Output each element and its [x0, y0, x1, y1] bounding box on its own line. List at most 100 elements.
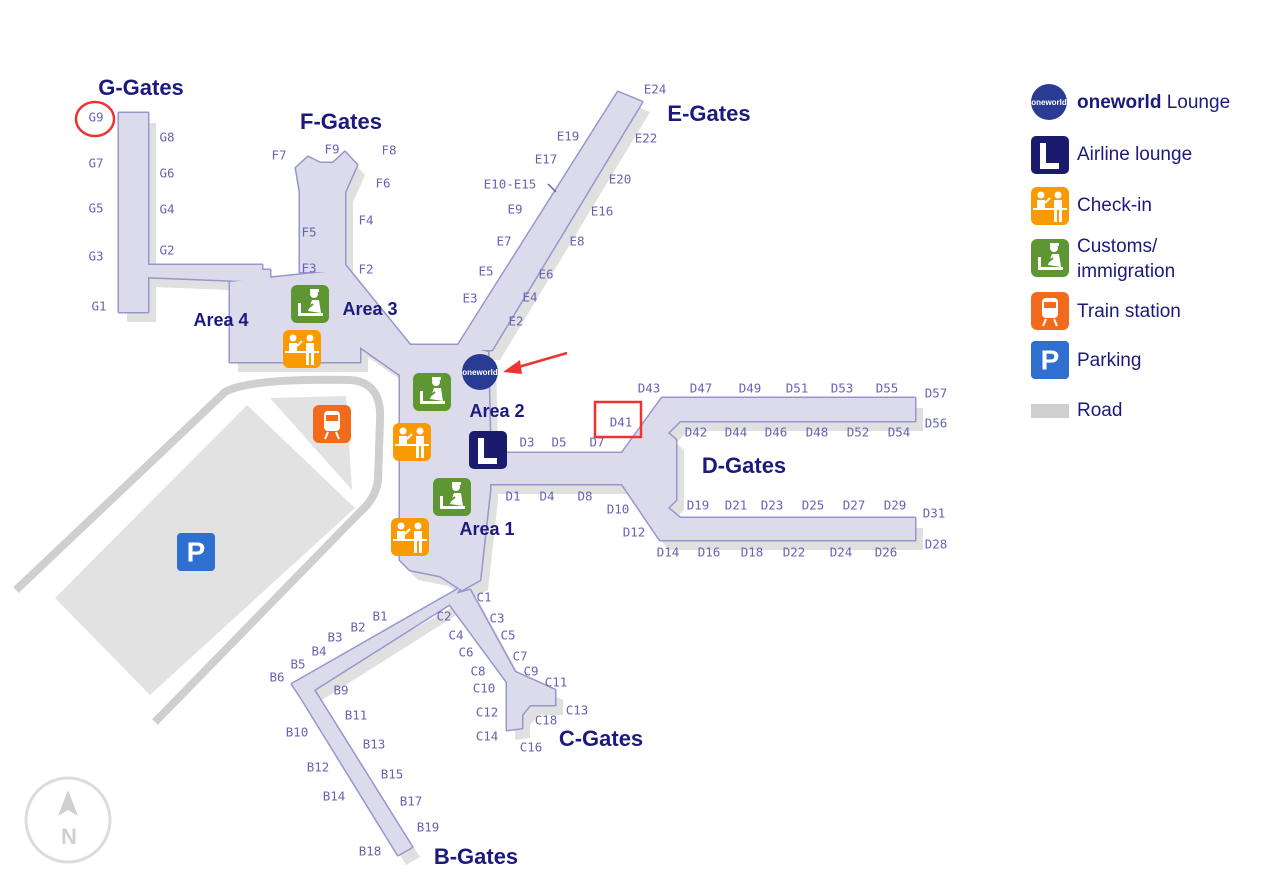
- gate-label: B1: [372, 609, 387, 624]
- gate-label: D25: [802, 498, 825, 513]
- gate-label: B5: [290, 657, 305, 672]
- parking-icon[interactable]: P: [177, 533, 215, 571]
- gate-label: D3: [519, 435, 534, 450]
- gate-label: E6: [538, 267, 553, 282]
- gate-label: C2: [436, 609, 451, 624]
- legend-item-lounge: [1031, 136, 1069, 174]
- area-1-label: Area 1: [459, 519, 514, 539]
- legend-label: Airline lounge: [1077, 144, 1192, 165]
- gate-label: G9: [88, 110, 103, 125]
- f-gates-title: F-Gates: [300, 109, 382, 134]
- gate-label: C9: [523, 664, 538, 679]
- gate-label: D47: [690, 381, 713, 396]
- customs-icon[interactable]: [412, 372, 452, 412]
- terminal-section: [486, 398, 915, 540]
- gate-label: G6: [159, 166, 174, 181]
- gate-label: B19: [417, 820, 440, 835]
- svg-text:oneworld Lounge: oneworld Lounge: [1077, 92, 1230, 113]
- gate-label: E20: [609, 172, 632, 187]
- gate-label: G4: [159, 202, 174, 217]
- legend-label: Lounge: [1161, 92, 1230, 113]
- gate-label: E19: [557, 129, 580, 144]
- gate-label: G5: [88, 201, 103, 216]
- legend-item-oneworld: oneworld oneworld Lounge: [1031, 84, 1230, 120]
- customs-icon[interactable]: [432, 477, 472, 517]
- gate-label: D14: [657, 545, 680, 560]
- gate-label: C3: [489, 611, 504, 626]
- g9-highlight-circle: [74, 100, 116, 138]
- gate-label: D16: [698, 545, 721, 560]
- gate-label: F9: [324, 142, 339, 157]
- legend: oneworld oneworld Lounge Airline lounge …: [1030, 84, 1230, 421]
- gate-label: E22: [635, 131, 658, 146]
- pointer-arrow: [503, 351, 568, 374]
- train-icon[interactable]: [313, 405, 351, 443]
- gate-label: C11: [545, 675, 568, 690]
- check-in-icon[interactable]: [282, 329, 322, 369]
- gate-label: C7: [512, 649, 527, 664]
- gate-label: D23: [761, 498, 784, 513]
- check-in-icon: [1030, 186, 1070, 226]
- gate-label: D51: [786, 381, 809, 396]
- terminal-section: [146, 265, 270, 282]
- terminal-section: [455, 92, 642, 350]
- gate-label: F8: [381, 143, 396, 158]
- gate-label: E5: [478, 264, 493, 279]
- gate-label: D31: [923, 506, 946, 521]
- gate-label: D10: [607, 502, 630, 517]
- gate-label: B12: [307, 760, 330, 775]
- gate-label: F3: [301, 261, 316, 276]
- gate-label: G3: [88, 249, 103, 264]
- gate-label: D52: [847, 425, 870, 440]
- oneworld-logo-text: oneworld: [462, 368, 498, 377]
- gate-label: E24: [644, 82, 667, 97]
- customs-icon[interactable]: [290, 284, 330, 324]
- gate-label: C1: [476, 590, 491, 605]
- area-3-label: Area 3: [342, 299, 397, 319]
- gate-label: D44: [725, 425, 748, 440]
- gate-label: D5: [551, 435, 566, 450]
- gate-label: D4: [539, 489, 554, 504]
- gate-label: D42: [685, 425, 708, 440]
- gate-label: D8: [577, 489, 592, 504]
- gate-label: F7: [271, 148, 286, 163]
- gate-label: C13: [566, 703, 589, 718]
- gate-label: B18: [359, 844, 382, 859]
- oneworld-logo-text: oneworld: [1031, 98, 1067, 107]
- gate-label: C18: [535, 713, 558, 728]
- airline-lounge-icon[interactable]: [469, 431, 507, 469]
- check-in-icon[interactable]: [392, 422, 432, 462]
- gate-label: D43: [638, 381, 661, 396]
- gate-label: B2: [350, 620, 365, 635]
- legend-label: Train station: [1077, 301, 1181, 322]
- gate-label: C8: [470, 664, 485, 679]
- gate-label: C12: [476, 705, 499, 720]
- legend-label-bold: oneworld: [1077, 92, 1161, 113]
- gate-label: E9: [507, 202, 522, 217]
- gate-label: B10: [286, 725, 309, 740]
- gate-label: C16: [520, 740, 543, 755]
- gate-label: D26: [875, 545, 898, 560]
- gate-label: E10-E15: [484, 177, 537, 192]
- gate-label: D41: [610, 415, 633, 430]
- gate-label: D54: [888, 425, 911, 440]
- gate-label: B15: [381, 767, 404, 782]
- gate-label: D55: [876, 381, 899, 396]
- gate-label: B14: [323, 789, 346, 804]
- check-in-icon[interactable]: [390, 517, 430, 557]
- gate-label: D18: [741, 545, 764, 560]
- gate-label: D56: [925, 416, 948, 431]
- gate-label: E2: [508, 314, 523, 329]
- legend-label: Parking: [1077, 350, 1141, 371]
- terminal-section: [119, 113, 148, 312]
- oneworld-icon[interactable]: oneworld: [462, 354, 498, 390]
- gate-label: B6: [269, 670, 284, 685]
- road-swatch: [1031, 404, 1069, 418]
- g-gates-title: G-Gates: [98, 75, 184, 100]
- gate-label: E17: [535, 152, 558, 167]
- gate-label: D21: [725, 498, 748, 513]
- c-gates-title: C-Gates: [559, 726, 643, 751]
- gate-label: B11: [345, 708, 368, 723]
